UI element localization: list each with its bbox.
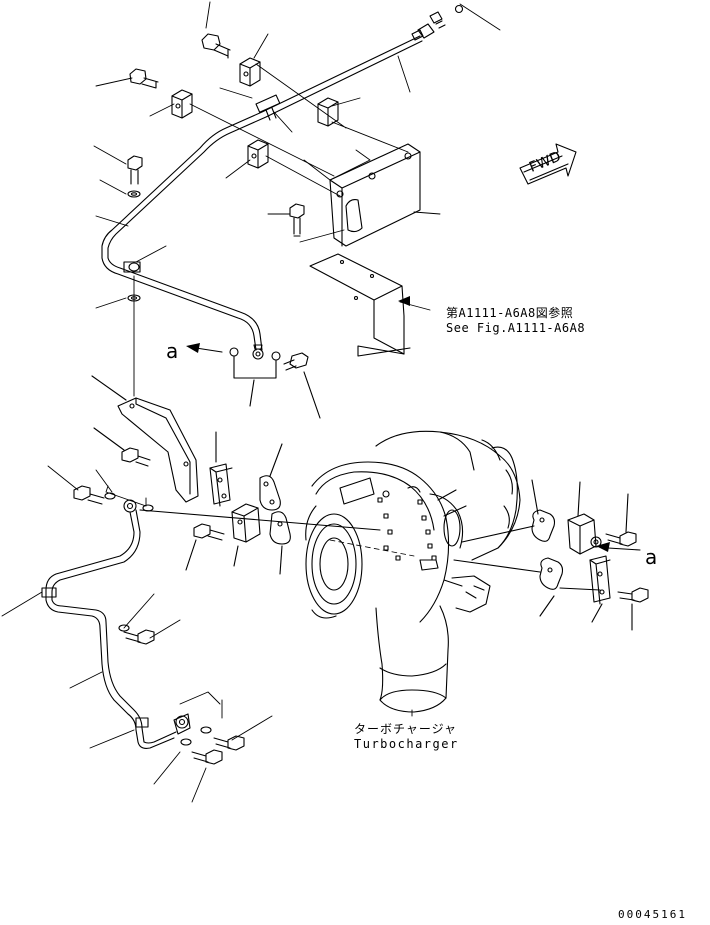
bolt-group-lower <box>73 485 245 765</box>
flange-gasket-set-right <box>453 479 649 631</box>
bolt-group-upper <box>127 33 305 302</box>
leader-lines-lower <box>1 465 273 803</box>
turbocharger-body <box>305 430 521 713</box>
view-marker-a-left: a <box>166 339 179 363</box>
tube-clip-set-upper <box>171 57 339 169</box>
referenced-support-bracket <box>309 253 411 357</box>
oil-supply-tube-upper <box>101 4 464 360</box>
oil-line-alignment-line <box>329 539 415 557</box>
turbocharger-label-jp: ターボチャージャ <box>354 722 458 736</box>
turbocharger-label-en: Turbocharger <box>354 737 459 751</box>
forward-direction-arrow <box>519 143 577 185</box>
view-marker-a-right: a <box>645 545 658 569</box>
oil-drain-tube-lower <box>41 492 212 749</box>
reference-arrow <box>398 296 410 306</box>
reference-note-en: See Fig.A1111-A6A8 <box>446 321 586 335</box>
bolt-side <box>283 352 321 419</box>
tube-mounting-bracket <box>329 143 421 247</box>
reference-note-jp: 第A1111-A6A8図参照 <box>446 306 574 320</box>
leader-lines-upper <box>93 1 501 397</box>
drawing-number: 00045161 <box>618 908 687 921</box>
view-a-pointer-right <box>596 542 641 552</box>
support-stay-bracket <box>91 375 199 503</box>
view-a-pointer-left <box>186 343 281 407</box>
flange-gasket-set-left <box>139 431 381 575</box>
